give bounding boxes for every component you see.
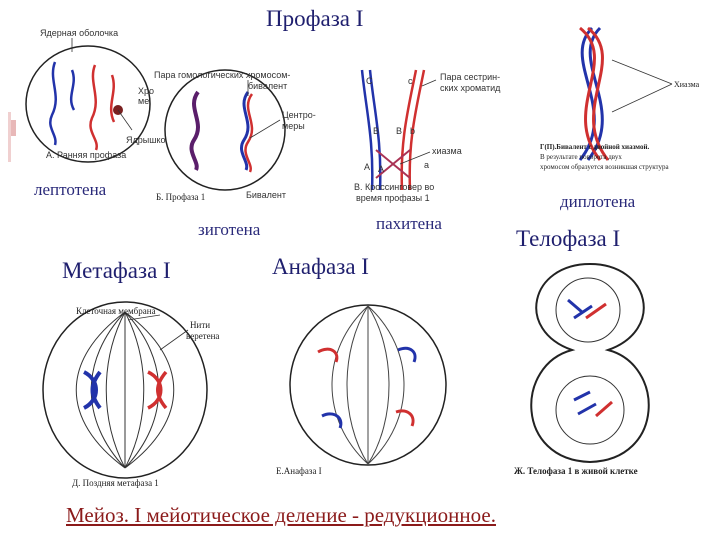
stage-zygotene: зиготена (198, 220, 261, 239)
label-homolog-pair-2: бивалент (248, 81, 288, 91)
cell-telophase (530, 262, 650, 464)
pointer-c-2 (399, 151, 431, 165)
caption-anaphase: Е.Анафаза I (276, 466, 322, 476)
gene-letter-c-6: A (364, 162, 371, 172)
chromosome-a-1 (49, 61, 57, 146)
caption-panel-c-1: В. Кроссинговер во (354, 182, 435, 192)
chromosome-meta-blue (82, 370, 102, 410)
label-chromosomes-1: Хро (138, 86, 155, 96)
panel-telophase (530, 262, 650, 464)
label-sister-chromatids-1: Пара сестрин- (440, 72, 501, 82)
caption-panel-a: А. Ранняя профаза (46, 150, 127, 160)
chromosome-ana-4 (395, 409, 415, 427)
title-prophase: Профаза I (266, 6, 364, 31)
chromosome-telo-3 (573, 390, 597, 416)
title-telophase: Телофаза I (516, 226, 621, 251)
label-chiasma-c: хиазма (432, 146, 462, 156)
nucleus-telo-top (555, 277, 621, 343)
panel-anaphase (289, 304, 447, 466)
caption-panel-c-2: время профазы 1 (356, 193, 430, 203)
chromosome-meta-red (147, 370, 168, 410)
stage-diplotene: диплотена (560, 192, 636, 211)
chromosome-telo-1 (567, 298, 593, 320)
gene-letter-c-7: A (378, 164, 385, 174)
pointer-d-1 (611, 59, 673, 85)
chromosome-b-3 (244, 93, 254, 173)
chromatid-d-3 (579, 26, 602, 161)
label-centromeres-2: меры (282, 121, 305, 131)
title-metaphase: Метафаза I (62, 258, 171, 283)
nucleus-b (164, 69, 286, 191)
nucleus-telo-bottom (555, 375, 625, 445)
chromatid-c-4 (408, 69, 426, 191)
chromatid-c-1 (360, 69, 374, 191)
caption-panel-d-3: хромосом образуется возникшая структура (540, 163, 669, 171)
label-spindle-1: Нити (190, 320, 211, 330)
spindle-fibers-anaphase (331, 305, 405, 465)
footer-caption: Мейоз. I мейотическое деление - редукцио… (66, 503, 496, 527)
pointer-c-1 (421, 79, 437, 87)
chromosome-ana-1 (317, 347, 339, 363)
nucleus-a (25, 45, 151, 163)
stage-pachytene: пахитена (376, 214, 442, 233)
chromatid-c-3 (400, 69, 418, 191)
chromosome-ana-3 (321, 412, 343, 429)
panel-a-early-prophase (25, 38, 151, 163)
label-spindle-2: веретена (186, 331, 220, 341)
chiasma-cross-c (375, 149, 411, 179)
panel-b-prophase (164, 69, 286, 191)
chromosome-b-2 (240, 91, 250, 171)
pointer-d-2 (611, 83, 673, 113)
gene-letter-c-2: c (408, 76, 413, 86)
pointer-meta-1 (127, 314, 161, 321)
label-sister-chromatids-2: ских хроматид (440, 83, 501, 93)
caption-panel-d-1: Г(П).Бивалент с двойной хиазмой. (540, 143, 650, 151)
label-nucleolus: Ядрышко (126, 135, 166, 145)
left-decor-band-2 (8, 112, 11, 162)
pointer-meta-2 (159, 329, 189, 351)
caption-metaphase: Д. Поздняя метафаза 1 (72, 478, 159, 488)
chromosome-b-1 (189, 90, 200, 171)
caption-panel-d-2: В результате поворота двух (540, 153, 622, 161)
cell-metaphase (42, 301, 208, 479)
label-homolog-pair-1: Пара гомологических хромосом- (154, 70, 291, 80)
left-decor-band (8, 120, 16, 136)
gene-letter-c-8: a (424, 160, 430, 170)
chromosome-a-2 (69, 69, 76, 111)
gene-letter-c-4: B (396, 126, 403, 136)
panel-c-crossover (360, 69, 437, 191)
pointer-b-2 (249, 119, 281, 139)
gene-letter-c-5: b (410, 126, 416, 136)
gene-letter-c-1: C (366, 76, 373, 86)
caption-telophase: Ж. Телофаза 1 в живой клетке (514, 466, 638, 476)
label-chromosomes-2: ме (138, 96, 150, 106)
panel-metaphase (42, 301, 208, 479)
pointer-a-2 (117, 109, 133, 131)
label-centromeres-1: Центро- (282, 110, 316, 120)
caption-panel-b: Б. Профаза 1 (156, 192, 206, 202)
cell-anaphase (289, 304, 447, 466)
chromosome-a-4 (109, 74, 116, 123)
chromosome-ana-2 (397, 346, 417, 363)
stage-leptotene: лептотена (34, 180, 107, 199)
panel-d-diplotene (578, 26, 673, 161)
label-bivalent: Бивалент (246, 190, 286, 200)
chromosome-telo-2 (585, 302, 607, 320)
label-nuclear-envelope: Ядерная оболочка (40, 28, 119, 38)
gene-letter-c-3: B (373, 126, 380, 136)
title-anaphase: Анафаза I (272, 254, 369, 279)
label-chiasma-d: Хиазма (674, 80, 700, 89)
chromatid-d-4 (587, 26, 610, 161)
label-cell-membrane: Клеточная мембрана (76, 306, 156, 316)
chromosome-a-3 (89, 64, 98, 151)
chromosome-telo-4 (595, 400, 613, 418)
